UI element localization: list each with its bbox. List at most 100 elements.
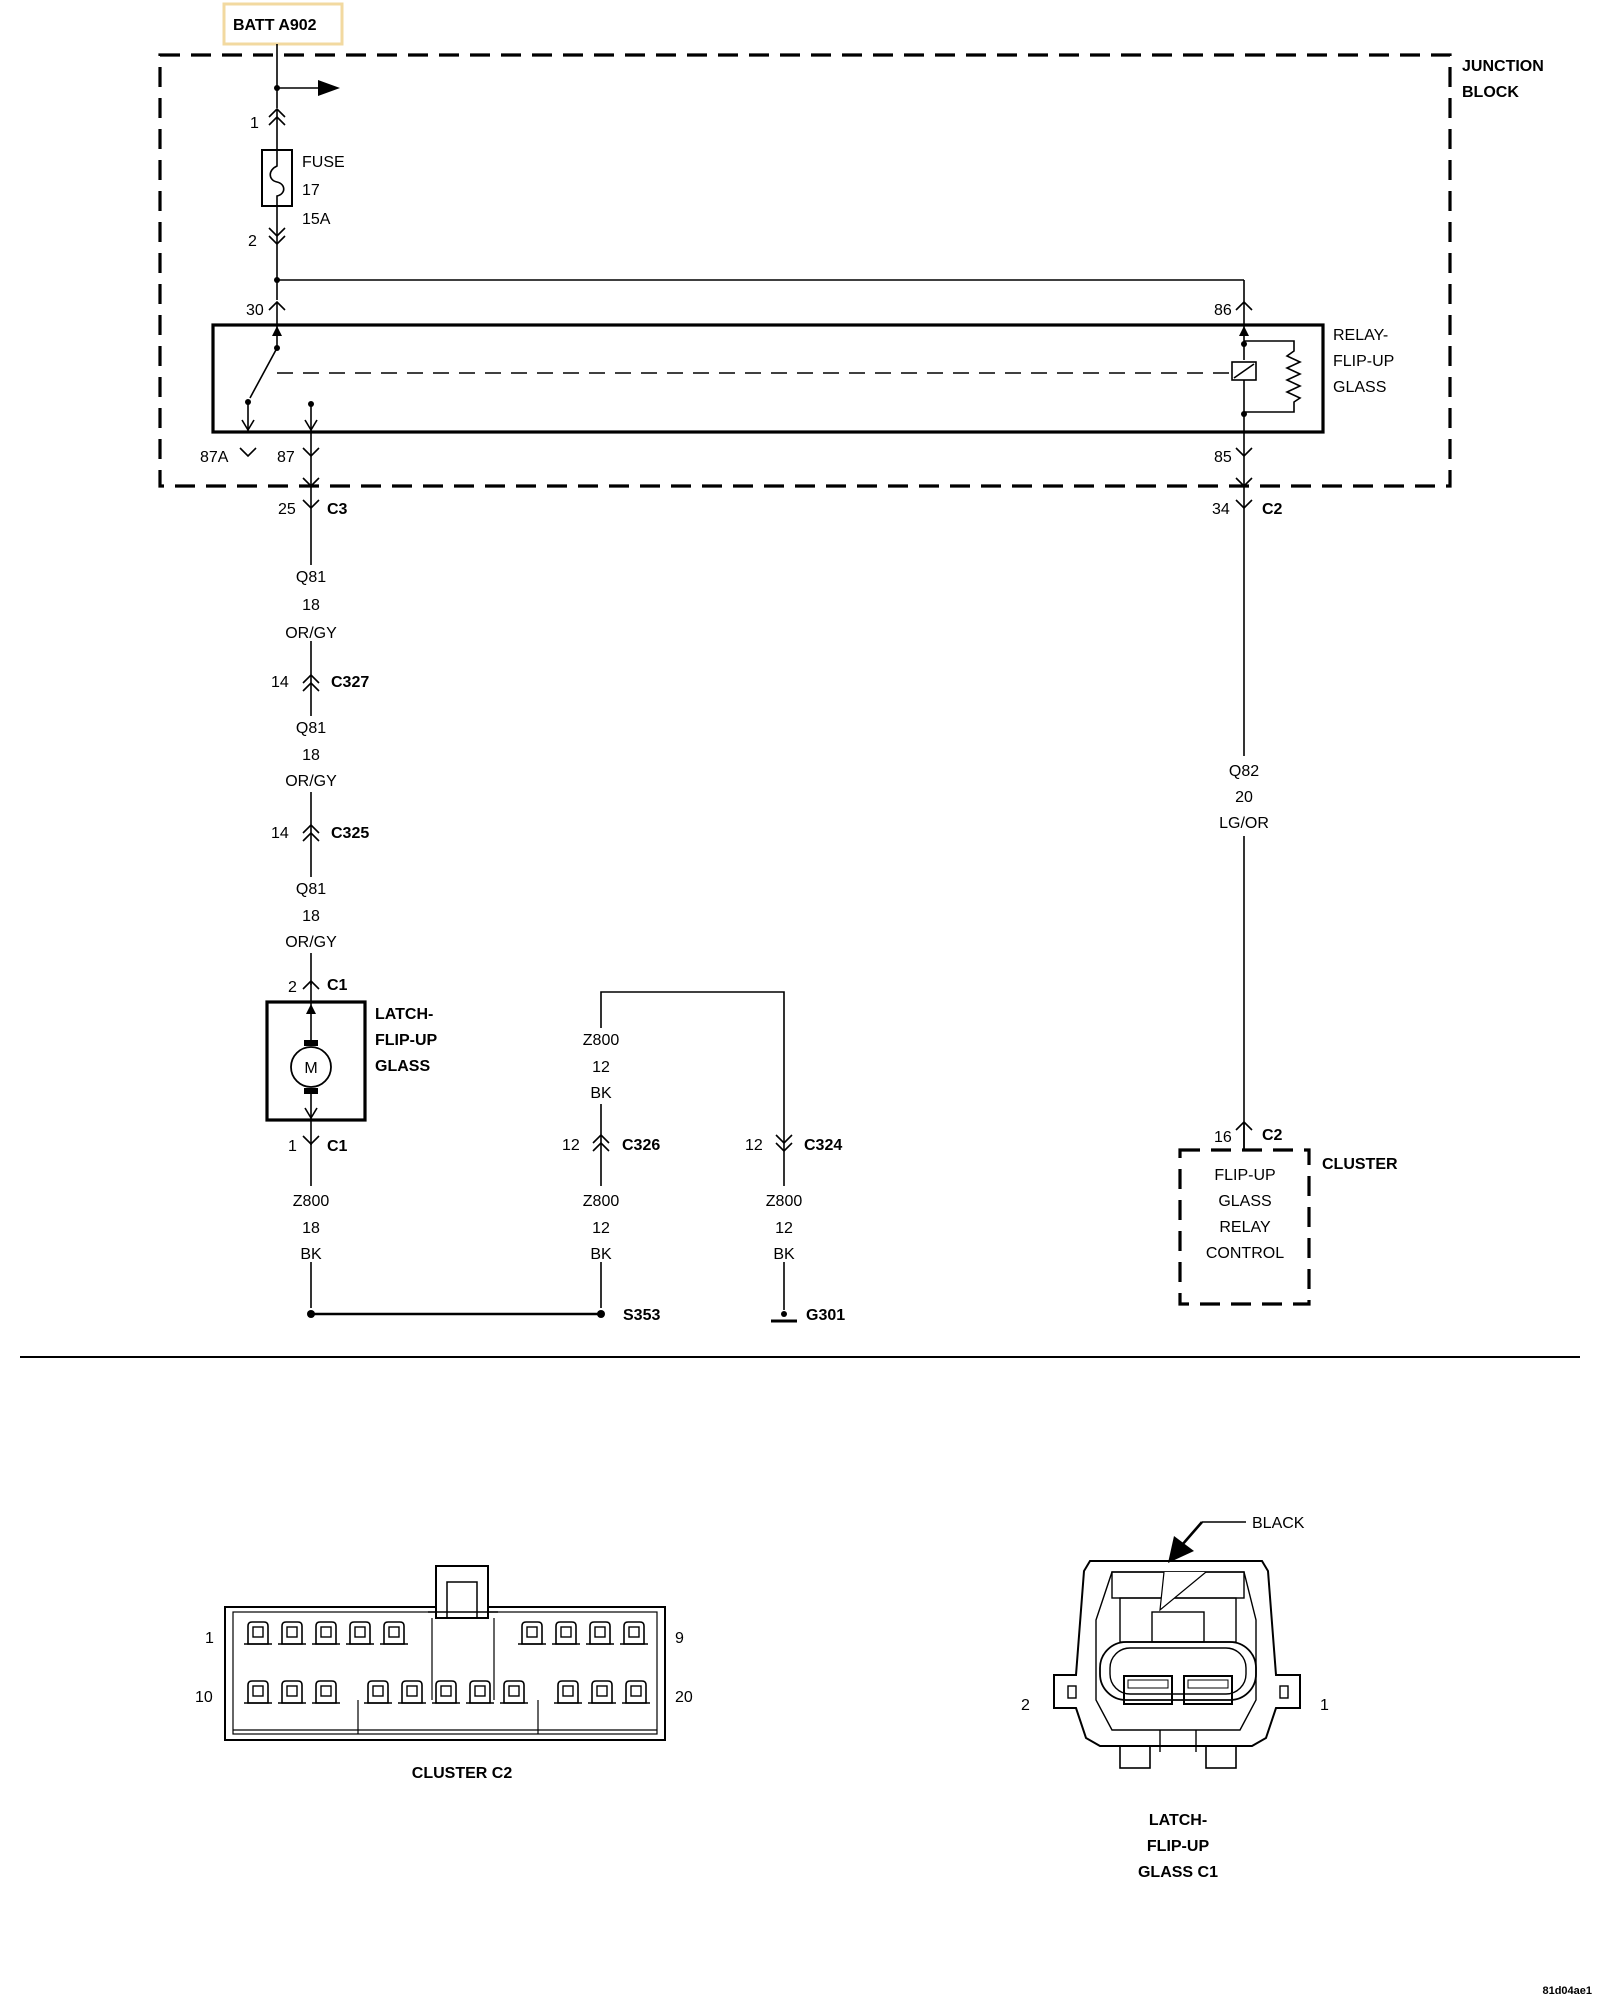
- motor-symbol: M: [304, 1060, 317, 1077]
- connector-cavity: [622, 1680, 650, 1704]
- motor-name-1: LATCH-: [375, 1006, 433, 1023]
- c327-name: C327: [331, 674, 369, 691]
- z800-c326-color: BK: [590, 1246, 612, 1263]
- cluster-c2-title: CLUSTER C2: [412, 1765, 513, 1782]
- q81-seg1-color: OR/GY: [285, 625, 337, 642]
- latch-c1-pin-1: 1: [1320, 1697, 1329, 1714]
- cluster-c2-pin-10: 10: [195, 1689, 213, 1706]
- relay-pin-86: 86: [1214, 302, 1232, 319]
- c2-bottom-name: C2: [1262, 1127, 1283, 1144]
- c1-top-name: C1: [327, 977, 348, 994]
- connector-cavity: [586, 1621, 614, 1645]
- connector-cavity: [312, 1621, 340, 1645]
- cluster-text-4: CONTROL: [1206, 1245, 1284, 1262]
- junction-block-label-1: JUNCTION: [1462, 58, 1544, 75]
- relay-switch: [241, 325, 318, 432]
- cluster-c2-pin-20: 20: [675, 1689, 693, 1706]
- connector-cavity: [500, 1680, 528, 1704]
- z800-c324-gauge: 12: [775, 1220, 793, 1237]
- cluster-name: CLUSTER: [1322, 1156, 1398, 1173]
- junction-block-label-2: BLOCK: [1462, 84, 1519, 101]
- connector-cavity: [346, 1621, 374, 1645]
- splice-s353-dot: [597, 1310, 605, 1318]
- q81-seg2-circuit: Q81: [296, 720, 326, 737]
- cluster-c2-pin-9: 9: [675, 1630, 684, 1647]
- latch-motor-box: [265, 1000, 367, 1122]
- ground-g301-label: G301: [806, 1307, 845, 1324]
- connector-cavity: [278, 1621, 306, 1645]
- q81-seg3-circuit: Q81: [296, 881, 326, 898]
- cluster-text-3: RELAY: [1219, 1219, 1271, 1236]
- figure-id: 81d04ae1: [1542, 1985, 1592, 1997]
- relay-pin-85: 85: [1214, 449, 1232, 466]
- latch-c1-color: BLACK: [1252, 1515, 1305, 1532]
- latch-c1-pin-2: 2: [1021, 1697, 1030, 1714]
- q82-circuit: Q82: [1229, 763, 1259, 780]
- z800-c326-gauge: 12: [592, 1220, 610, 1237]
- fuse-label: FUSE: [302, 154, 345, 171]
- c324-pin: 12: [745, 1137, 763, 1154]
- cluster-c2-connector-drawing: [224, 1565, 666, 1741]
- z800-top-color: BK: [590, 1085, 612, 1102]
- connector-cavity: [244, 1680, 272, 1704]
- c325-name: C325: [331, 825, 369, 842]
- c324-name: C324: [804, 1137, 842, 1154]
- c1-top-pin: 2: [288, 979, 297, 996]
- fuse-pin-2: 2: [248, 233, 257, 250]
- q82-gauge: 20: [1235, 789, 1253, 806]
- connector-cavity: [244, 1621, 272, 1645]
- z800-left-circuit: Z800: [293, 1193, 330, 1210]
- splice-s353-label: S353: [623, 1307, 660, 1324]
- c3-pin: 25: [278, 501, 296, 518]
- connector-cavity: [312, 1680, 340, 1704]
- c326-connector: [592, 1133, 610, 1152]
- c2-top-female: [1235, 477, 1253, 488]
- q82-color: LG/OR: [1219, 815, 1269, 832]
- c327-connector: [302, 673, 320, 692]
- connector-cavity: [278, 1680, 306, 1704]
- z800-left-gauge: 18: [302, 1220, 320, 1237]
- z800-c324-color: BK: [773, 1246, 795, 1263]
- ground-loop-wire: [600, 991, 785, 1308]
- latch-c1-connector-drawing: [1053, 1560, 1301, 1769]
- relay-pin-87: 87: [277, 449, 295, 466]
- q81-seg3-color: OR/GY: [285, 934, 337, 951]
- junction-block-border: [158, 53, 1452, 488]
- relay-coil: [1231, 325, 1302, 432]
- connector-cavity: [466, 1680, 494, 1704]
- latch-c1-title-3: GLASS C1: [1138, 1864, 1218, 1881]
- z800-c326-circuit: Z800: [583, 1193, 620, 1210]
- c325-pin: 14: [271, 825, 289, 842]
- cluster-c2-pin-1: 1: [205, 1630, 214, 1647]
- fuse-rating: 15A: [302, 211, 331, 228]
- c1-bottom-pin: 1: [288, 1138, 297, 1155]
- relay-name-2: FLIP-UP: [1333, 353, 1394, 370]
- c325-connector: [302, 823, 320, 842]
- connector-cavity: [518, 1621, 546, 1645]
- splice-dot-left: [307, 1310, 315, 1318]
- motor-name-2: FLIP-UP: [375, 1032, 438, 1049]
- relay-pin-86-connector: [1235, 300, 1253, 311]
- c1-bottom-name: C1: [327, 1138, 348, 1155]
- connector-cavity: [364, 1680, 392, 1704]
- relay-pin-87A-connector: [239, 447, 257, 458]
- c3-female: [302, 477, 320, 488]
- q81-seg2-gauge: 18: [302, 747, 320, 764]
- fuse-pin-1: 1: [250, 115, 259, 132]
- z800-left-color: BK: [300, 1246, 322, 1263]
- c2-top-name: C2: [1262, 501, 1283, 518]
- relay-pin-30: 30: [246, 302, 264, 319]
- z800-c324-circuit: Z800: [766, 1193, 803, 1210]
- power-source-box: [222, 2, 344, 46]
- cluster-text-1: FLIP-UP: [1214, 1167, 1275, 1184]
- c2-top-male: [1235, 499, 1253, 510]
- motor-icon: [290, 1046, 332, 1088]
- connector-cavity: [380, 1621, 408, 1645]
- connector-cavity: [552, 1621, 580, 1645]
- connector-cavity: [554, 1680, 582, 1704]
- relay-name-1: RELAY-: [1333, 327, 1388, 344]
- latch-c1-title-1: LATCH-: [1149, 1812, 1207, 1829]
- connector-cavity: [620, 1621, 648, 1645]
- relay-name-3: GLASS: [1333, 379, 1386, 396]
